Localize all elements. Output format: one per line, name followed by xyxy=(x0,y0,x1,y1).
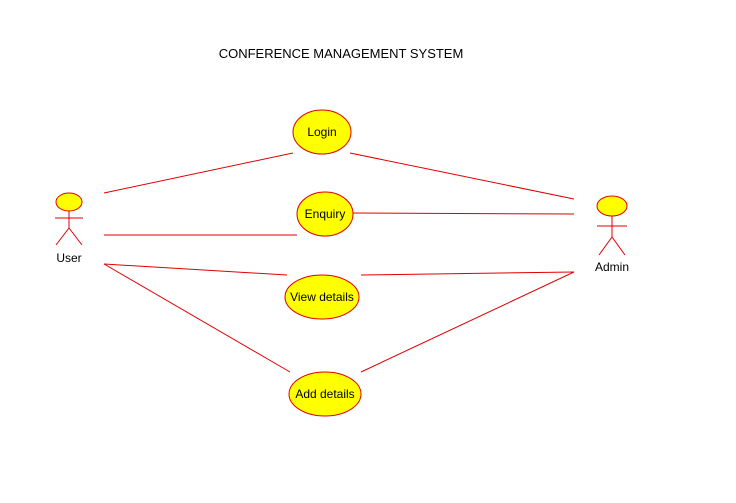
use-case-enquiry-shape xyxy=(296,191,354,237)
association-admin-login xyxy=(349,152,575,200)
use-case-view-details-shape xyxy=(284,274,360,320)
actor-user[interactable]: User xyxy=(55,192,83,265)
use-case-enquiry[interactable]: Enquiry xyxy=(296,191,354,237)
association-admin-enquiry xyxy=(352,212,575,215)
association-admin-add xyxy=(360,271,575,373)
use-case-add-details-label: Add details xyxy=(295,387,354,401)
actor-admin-leg-left xyxy=(598,236,613,256)
use-case-enquiry-label: Enquiry xyxy=(305,207,346,221)
use-case-view-details-label: View details xyxy=(290,290,354,304)
use-case-add-details-shape xyxy=(288,371,362,417)
actor-admin-label: Admin xyxy=(595,260,629,274)
use-case-add-details[interactable]: Add details xyxy=(288,371,362,417)
actor-admin[interactable]: Admin xyxy=(595,195,629,274)
actor-admin-head xyxy=(596,195,628,217)
association-user-add xyxy=(103,263,291,373)
use-case-view-details[interactable]: View details xyxy=(284,274,360,320)
actor-user-leg-left xyxy=(55,227,70,246)
use-case-login-shape xyxy=(292,109,352,155)
actor-admin-leg-right xyxy=(611,236,626,256)
use-case-login[interactable]: Login xyxy=(292,109,352,155)
actor-user-label: User xyxy=(56,251,81,265)
association-user-login xyxy=(103,152,294,194)
association-user-view xyxy=(103,263,288,276)
associations xyxy=(103,152,575,373)
association-admin-view xyxy=(360,271,575,276)
diagram-title: CONFERENCE MANAGEMENT SYSTEM xyxy=(219,46,464,61)
actor-user-head xyxy=(55,192,83,212)
actor-user-leg-right xyxy=(68,227,83,246)
use-case-login-label: Login xyxy=(307,125,336,139)
